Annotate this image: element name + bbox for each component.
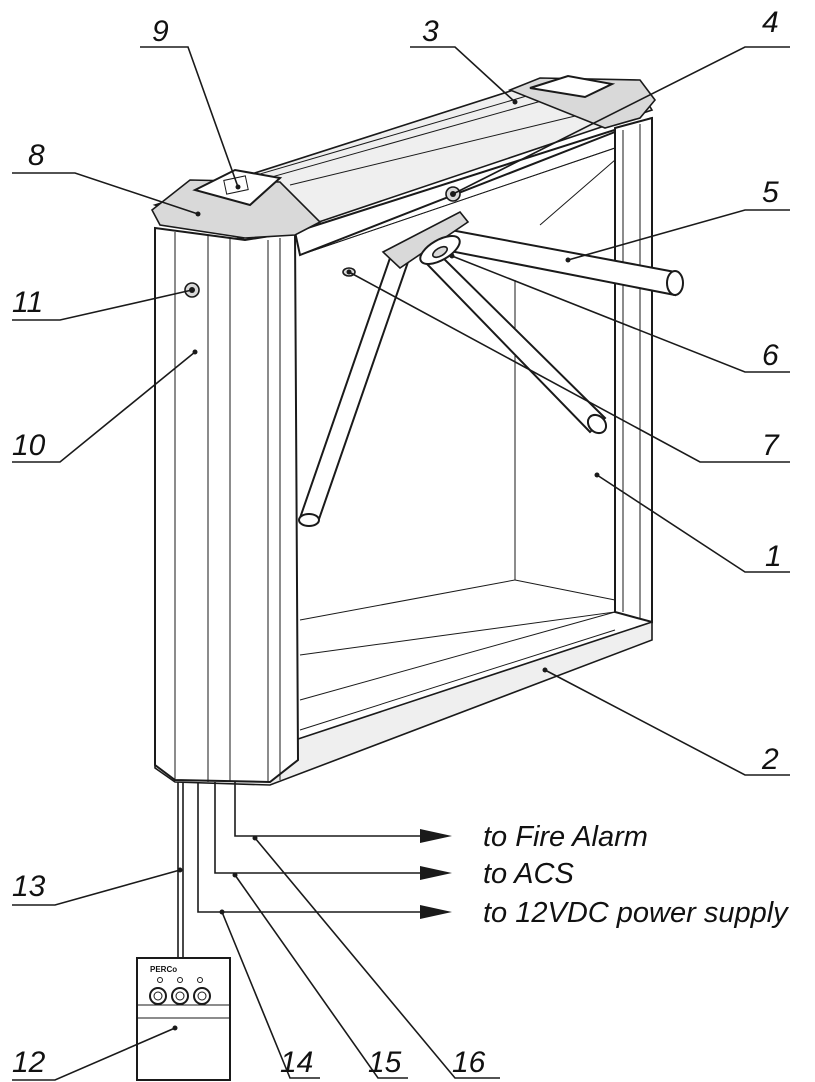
callout-3: 3 bbox=[422, 15, 439, 48]
remote-logo: PERCo bbox=[150, 965, 177, 974]
remote-control: PERCo bbox=[136, 957, 231, 1081]
callout-7: 7 bbox=[762, 429, 780, 462]
callout-2: 2 bbox=[761, 743, 779, 776]
callout-numbers: 1 2 3 4 5 6 7 8 9 10 11 12 13 14 15 16 bbox=[12, 6, 782, 1079]
callout-12: 12 bbox=[12, 1046, 46, 1079]
turnstile-body bbox=[150, 74, 657, 786]
callout-15: 15 bbox=[368, 1046, 402, 1079]
callout-10: 10 bbox=[12, 429, 46, 462]
leader-lines bbox=[12, 46, 790, 1081]
callout-1: 1 bbox=[765, 540, 782, 573]
label-acs: to ACS bbox=[483, 858, 574, 890]
callout-14: 14 bbox=[280, 1046, 313, 1079]
callout-9: 9 bbox=[152, 15, 169, 48]
callout-13: 13 bbox=[12, 870, 46, 903]
cable-lines bbox=[177, 782, 452, 958]
callout-16: 16 bbox=[452, 1046, 486, 1079]
callout-5: 5 bbox=[762, 176, 779, 209]
connection-labels: to Fire Alarm to ACS to 12VDC power supp… bbox=[483, 821, 789, 929]
label-power-supply: to 12VDC power supply bbox=[483, 897, 789, 929]
callout-6: 6 bbox=[762, 339, 779, 372]
callout-8: 8 bbox=[28, 139, 45, 172]
callout-11: 11 bbox=[12, 286, 43, 319]
label-fire-alarm: to Fire Alarm bbox=[483, 821, 648, 853]
callout-4: 4 bbox=[762, 6, 779, 39]
